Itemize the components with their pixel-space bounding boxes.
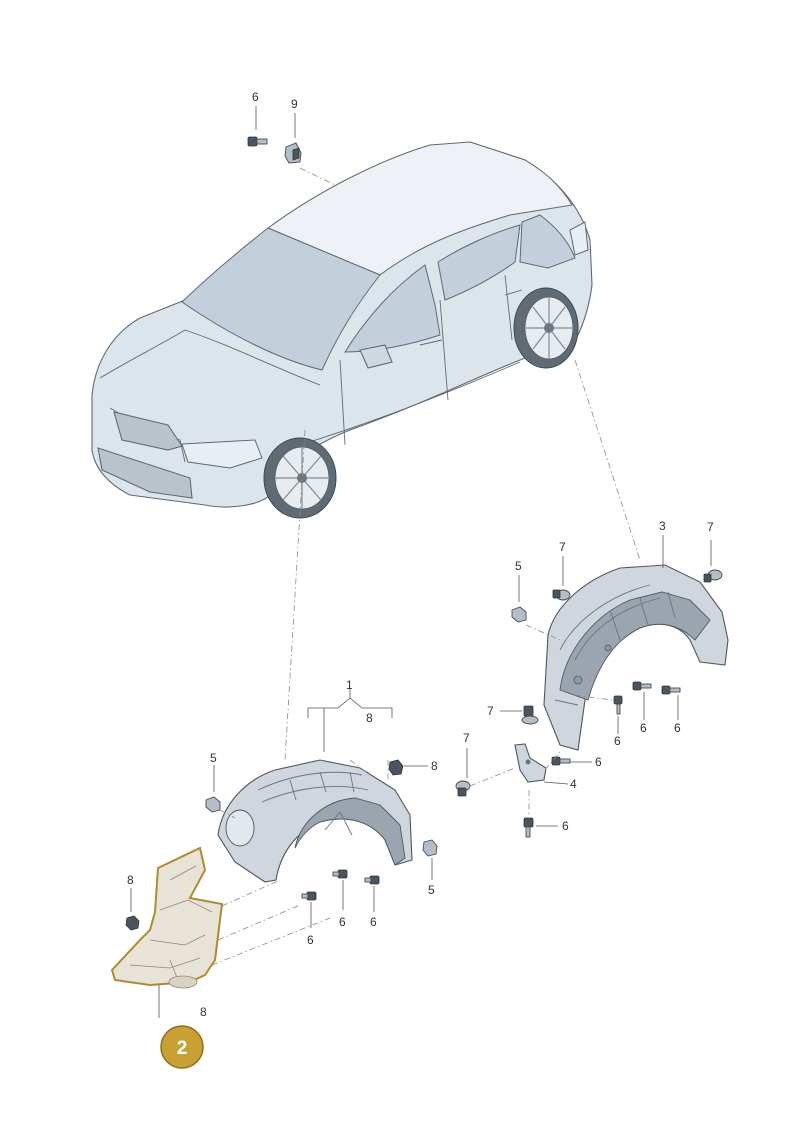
callout-8-bottom: 8 (200, 1005, 207, 1019)
callout-7-rear-right: 7 (707, 520, 714, 534)
bolt-icon-top (247, 136, 268, 147)
clip-nut-icon-top (284, 142, 302, 164)
assembly-dash-lines (284, 359, 641, 776)
callout-7-bracket: 7 (487, 704, 494, 718)
callout-3: 3 (659, 519, 666, 533)
callout-5-front: 5 (210, 751, 217, 765)
bolt-icon-6-front-c (364, 875, 380, 885)
callout-6-front-a: 6 (307, 933, 314, 947)
clip-icon-7a (703, 569, 723, 583)
callout-5-rear: 5 (515, 559, 522, 573)
callout-6-rear-b: 6 (640, 721, 647, 735)
callout-7-left: 7 (463, 731, 470, 745)
callout-labels: 6 9 3 7 7 5 1 8 7 7 6 4 6 6 6 6 5 8 5 8 … (127, 90, 714, 1019)
callout-5-front-low: 5 (428, 883, 435, 897)
callout-6-rear-c: 6 (674, 721, 681, 735)
bolt-icon-6-bottom (523, 817, 534, 838)
bolt-icon-6-rear-b (632, 681, 652, 691)
bracket-icon-4 (514, 743, 547, 783)
callout-6-front-c: 6 (370, 915, 377, 929)
callout-9-top: 9 (291, 97, 298, 111)
clip-icon-7-bracket (521, 705, 539, 725)
callout-6-top: 6 (252, 90, 259, 104)
front-fastener-group (205, 688, 438, 928)
bolt-icon-6-rear-c (661, 685, 681, 695)
callout-6-bracket: 6 (595, 755, 602, 769)
car-illustration (91, 141, 593, 519)
bolt-icon-6-front-a (301, 891, 317, 901)
callout-7-rear-mid: 7 (559, 540, 566, 554)
callout-6-bottom-bolt: 6 (562, 819, 569, 833)
clip-icon-7b (552, 589, 571, 601)
nut-icon-8-left (125, 915, 140, 931)
callout-6-rear-a: 6 (614, 734, 621, 748)
badge-number: 2 (177, 1038, 188, 1059)
front-liner-extension-part-2 (110, 846, 224, 989)
nut-icon-5-front (205, 796, 221, 813)
part-number-badge: 2 (160, 1025, 204, 1069)
bolt-icon-6-rear-a (613, 695, 623, 715)
nut-icon-5-front-low (422, 839, 438, 857)
badge-circle (160, 1025, 204, 1069)
callout-8-group: 8 (366, 711, 373, 725)
rear-fastener-group (455, 535, 723, 838)
front-wheel-housing-liner (217, 759, 413, 883)
part-2-fasteners (125, 879, 331, 1018)
nut-icon-8-front (388, 759, 404, 776)
callout-4: 4 (570, 777, 577, 791)
bolt-icon-6-front-b (332, 869, 348, 879)
clip-icon-7-left (455, 780, 471, 797)
rear-wheel-housing-liner (543, 564, 729, 751)
callout-8-front: 8 (431, 759, 438, 773)
callout-6-front-b: 6 (339, 915, 346, 929)
top-fastener-group (247, 106, 336, 186)
callout-1: 1 (346, 678, 353, 692)
nut-icon-5-rear (511, 606, 527, 623)
callout-8-left: 8 (127, 873, 134, 887)
